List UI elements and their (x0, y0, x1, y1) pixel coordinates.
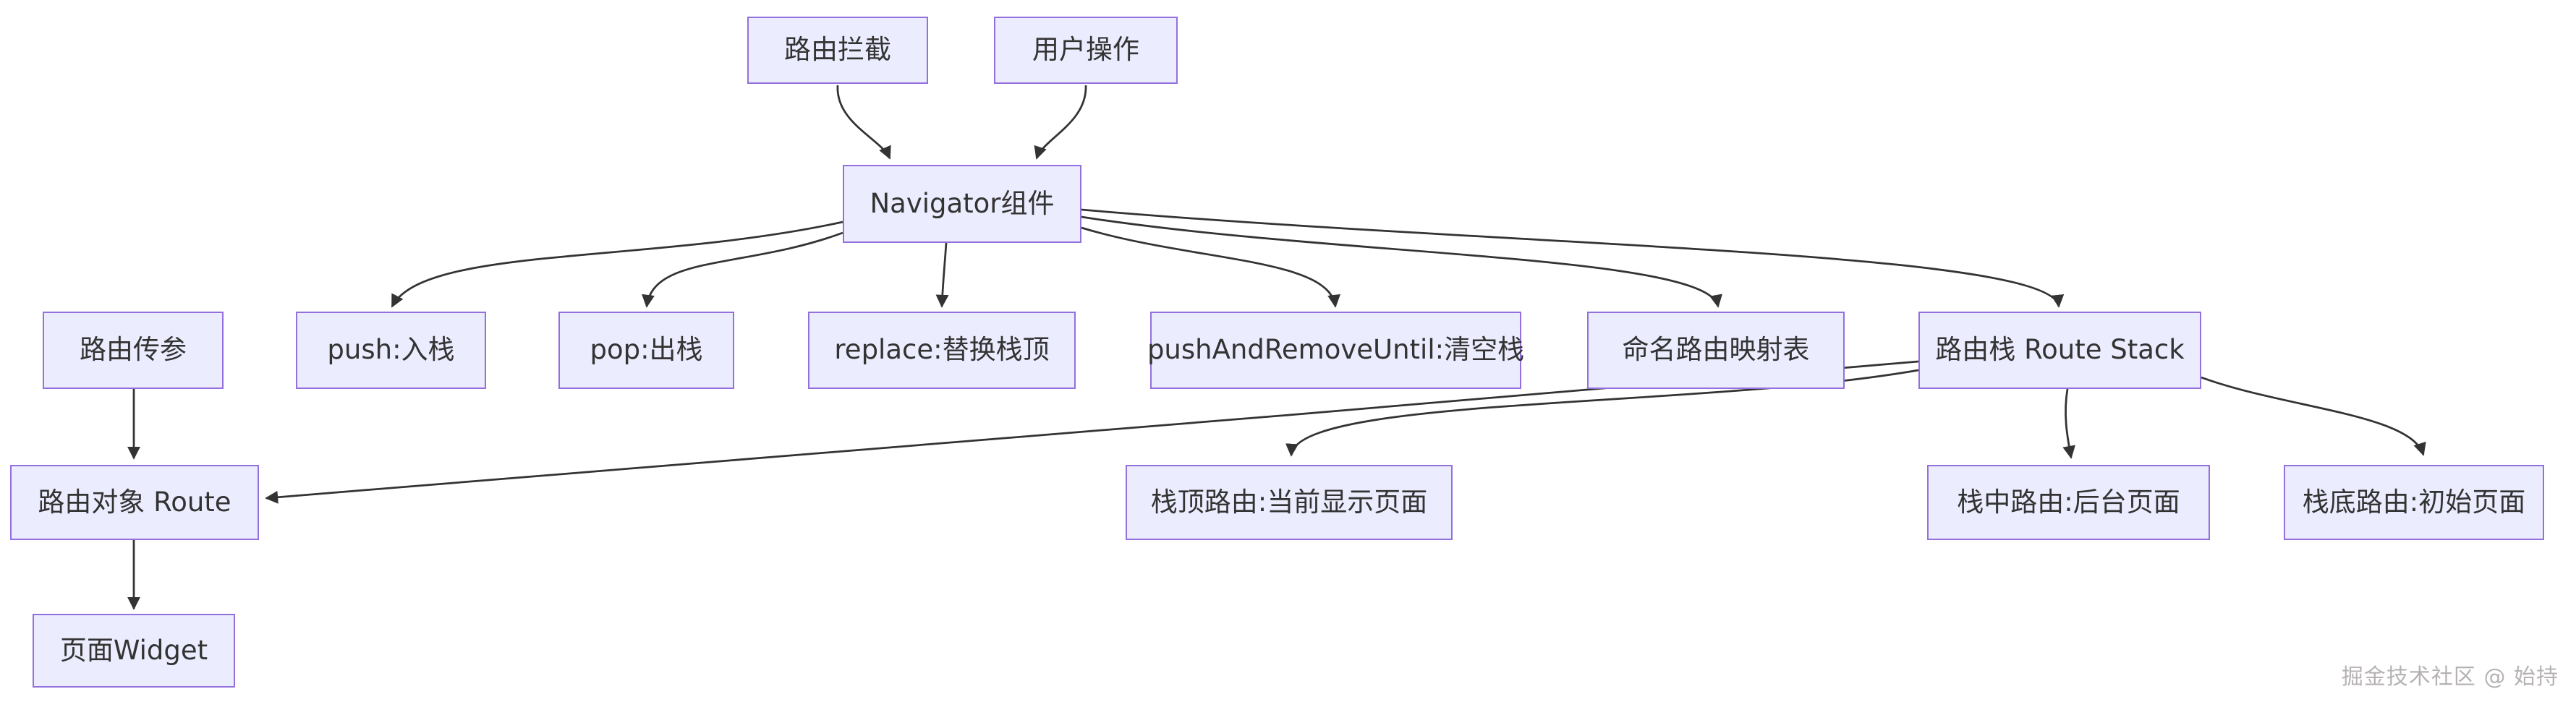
node-route-object: 路由对象 Route (10, 465, 259, 540)
node-navigator: Navigator组件 (843, 165, 1081, 243)
edge-navigator-to-route-stack (1081, 208, 2065, 308)
node-push: push:入栈 (296, 312, 486, 389)
node-stack-bottom: 栈底路由:初始页面 (2284, 465, 2544, 540)
node-route-stack: 路由栈 Route Stack (1918, 312, 2201, 389)
edge-user-action-to-navigator (1034, 85, 1087, 160)
node-stack-middle: 栈中路由:后台页面 (1927, 465, 2210, 540)
edge-navigator-to-push (391, 221, 843, 308)
node-stack-top: 栈顶路由:当前显示页面 (1126, 465, 1453, 540)
node-pop: pop:出栈 (558, 312, 734, 389)
edge-navigator-to-pop (642, 231, 843, 308)
edge-navigator-to-push-and-remove (1081, 226, 1340, 308)
node-replace: replace:替换栈顶 (808, 312, 1076, 389)
node-route-params: 路由传参 (43, 312, 224, 389)
node-route-intercept: 路由拦截 (747, 17, 928, 84)
watermark: 掘金技术社区 @ 始持 (2341, 664, 2559, 690)
edge-route-stack-to-stack-bottom (2201, 376, 2426, 456)
edge-navigator-to-named-route-map (1081, 215, 1722, 308)
edge-navigator-to-replace (935, 242, 949, 308)
node-user-action: 用户操作 (994, 17, 1178, 84)
node-named-route-map: 命名路由映射表 (1587, 312, 1845, 389)
node-push-and-remove: pushAndRemoveUntil:清空栈 (1147, 312, 1524, 389)
node-page-widget: 页面Widget (33, 614, 235, 688)
edge-route-intercept-to-navigator (836, 85, 891, 160)
edge-route-stack-to-stack-middle (2062, 388, 2076, 459)
